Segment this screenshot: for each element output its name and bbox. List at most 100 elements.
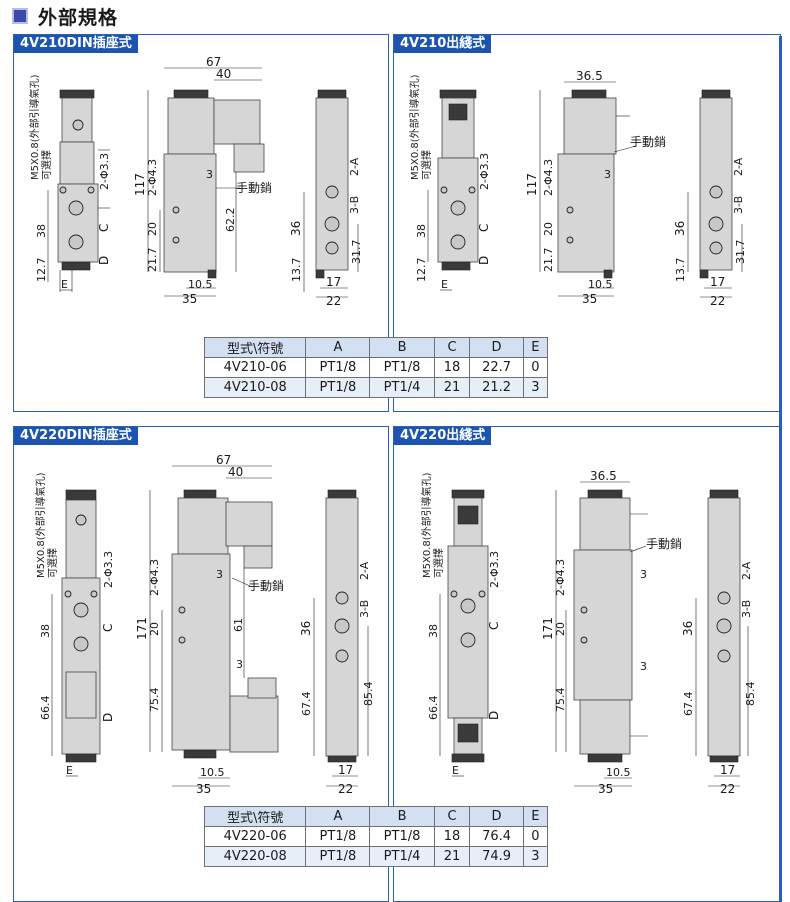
dim-17: 17 [338,763,353,777]
dim-13-7: 13.7 [290,258,303,283]
table-cell: PT1/8 [305,357,371,378]
label-hole-33: 2-Φ3.3 [102,551,115,588]
dim-20: 20 [146,222,159,236]
dim-85-4: 85.4 [744,682,757,707]
label-hole-43: 2-Φ4.3 [148,559,161,596]
table-header-row: 型式\符號 A B C D E [203,337,549,358]
table-cell: 18 [433,826,471,847]
port-view-4v220-wire [695,489,749,787]
label-three: 3 [640,568,647,581]
dim-66-4: 66.4 [39,696,52,721]
table-row: 4V220-08 PT1/8 PT1/4 21 74.9 3 [203,846,549,867]
dim-117: 117 [133,173,147,196]
dim-40: 40 [228,465,243,479]
label-three: 3 [206,168,213,181]
label-port-2a: 2-A [358,561,371,580]
table-header-cell: 型式\符號 [203,337,307,358]
label-manual-pin: 手動銷 [630,134,666,149]
label-port-3b: 3-B [348,196,361,214]
label-hole-43: 2-Φ4.3 [146,159,159,196]
table-cell: PT1/8 [305,846,371,867]
label-port-3b: 3-B [358,600,371,618]
dim-38: 38 [39,624,52,638]
dim-12-7: 12.7 [35,258,48,283]
front-view-4v210-wire [427,89,479,291]
page-title: 外部規格 [38,6,119,29]
dim-21-7: 21.7 [146,248,159,273]
label-m5-port: M5X0.8(外部引導氣孔) [28,74,41,180]
dim-62-2: 62.2 [224,208,237,233]
label-c: C [101,624,115,632]
section-header: 外部規格 [12,4,119,29]
table-header-cell: B [369,337,435,358]
table-row: 4V220-06 PT1/8 PT1/8 18 76.4 0 [203,826,549,847]
label-three: 3 [216,568,223,581]
dim-38: 38 [427,624,440,638]
port-view-4v210-wire [687,89,743,298]
label-e: E [66,764,73,777]
dim-67: 67 [216,453,231,467]
dim-36: 36 [299,621,313,636]
panel-label: 4V220DIN插座式 [14,427,138,445]
label-e: E [452,764,459,777]
panel-label: 4V210DIN插座式 [14,35,138,53]
label-port-2a: 2-A [732,157,745,176]
dim-35: 35 [196,782,211,796]
table-cell: 3 [522,377,549,398]
dim-36: 36 [673,221,687,236]
table-cell: 0 [522,826,549,847]
table-cell: PT1/8 [369,826,435,847]
label-three: 3 [604,168,611,181]
table-cell: 4V220-08 [203,846,307,867]
table-header-cell: C [433,806,471,827]
panel-label: 4V220出綫式 [394,427,492,445]
dim-38: 38 [415,224,428,238]
panel-4v220-din: 4V220DIN插座式 [13,426,389,902]
dim-10-5: 10.5 [606,766,631,779]
label-d: D [477,256,491,265]
dim-13-7: 13.7 [674,258,687,283]
label-hole-33: 2-Φ3.3 [98,153,111,190]
table-cell: 74.9 [469,846,524,867]
panel-4v210-wire: 4V210出綫式 [393,34,781,412]
dim-20: 20 [554,622,567,636]
square-bullet-icon [12,8,28,24]
front-view-4v220-wire [439,489,489,777]
table-cell: PT1/4 [369,846,435,867]
dim-22: 22 [720,782,735,796]
dim-38: 38 [35,224,48,238]
dim-12-7: 12.7 [415,258,428,283]
table-header-cell: D [469,806,524,827]
dim-40: 40 [216,67,231,81]
panel-4v220-wire: 4V220出綫式 [393,426,781,902]
dim-36-5: 36.5 [576,69,603,83]
spec-table-4v220: 型式\符號 A B C D E 4V220-06 PT1/8 PT1/8 18 … [203,806,549,867]
spec-table-4v210: 型式\符號 A B C D E 4V210-06 PT1/8 PT1/8 18 … [203,337,549,398]
label-three: 3 [640,660,647,673]
dim-36: 36 [289,221,303,236]
table-cell: 0 [522,357,549,378]
dim-67: 67 [206,55,221,69]
dim-117: 117 [525,173,539,196]
port-view-4v220-din [313,489,369,787]
label-port-2a: 2-A [740,561,753,580]
table-header-cell: 型式\符號 [203,806,307,827]
label-m5-port: M5X0.8(外部引導氣孔) [34,472,47,578]
dim-67-4: 67.4 [682,692,695,717]
label-e: E [441,278,448,291]
port-view-4v210-din [303,89,359,298]
dim-21-7: 21.7 [542,248,555,273]
table-cell: 21.2 [469,377,524,398]
label-hole-33: 2-Φ3.3 [488,551,501,588]
label-optional: 可選擇 [420,150,433,180]
table-cell: 21 [433,846,471,867]
table-header-row: 型式\符號 A B C D E [203,806,549,827]
dim-20: 20 [148,622,161,636]
dim-10-5: 10.5 [188,278,213,291]
dim-22: 22 [710,294,725,308]
table-cell: 18 [433,357,471,378]
table-header-cell: A [305,806,371,827]
label-port-3b: 3-B [740,600,753,618]
dim-75-4: 75.4 [148,688,161,713]
